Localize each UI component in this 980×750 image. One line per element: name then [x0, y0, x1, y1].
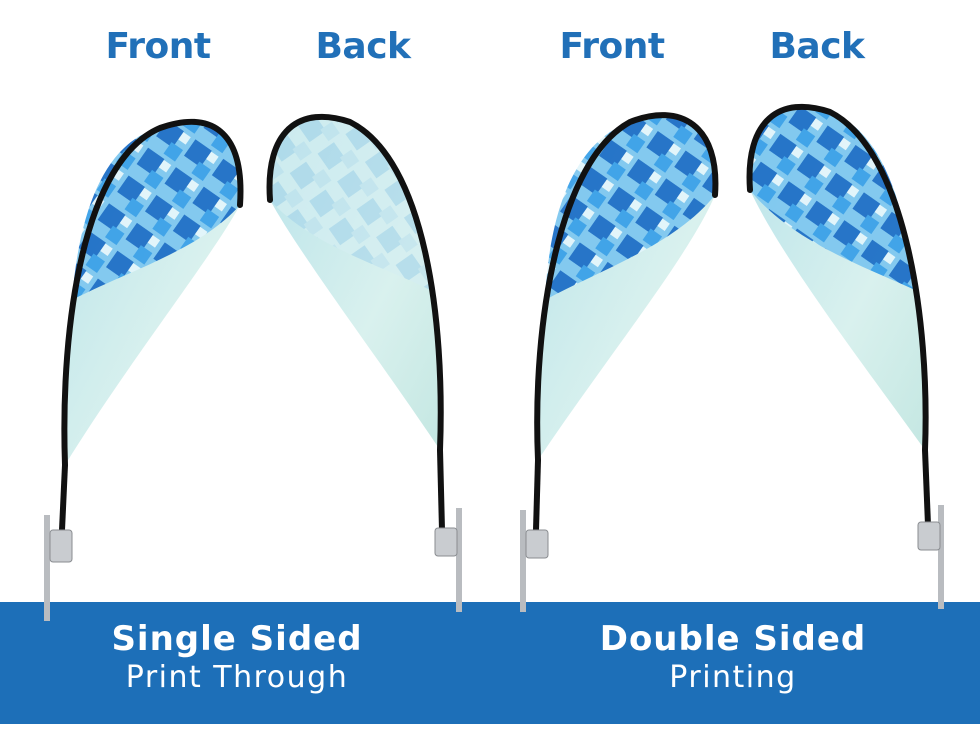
caption-double-title: Double Sided — [599, 619, 867, 659]
caption-double: Double Sided Printing — [533, 618, 933, 696]
bottom-banner — [0, 602, 980, 724]
caption-single-subtitle: Print Through — [125, 660, 349, 695]
caption-single-title: Single Sided — [111, 619, 363, 659]
caption-single: Single Sided Print Through — [37, 618, 437, 696]
flag-single-back — [266, 113, 462, 612]
label-double-back: Back — [769, 26, 865, 67]
flag-single-front — [44, 118, 244, 621]
label-single-front: Front — [105, 26, 211, 67]
flag-double-front — [520, 112, 719, 612]
caption-double-subtitle: Printing — [669, 660, 797, 695]
label-double-front: Front — [559, 26, 665, 67]
label-single-back: Back — [315, 26, 411, 67]
flag-double-back — [746, 103, 944, 609]
